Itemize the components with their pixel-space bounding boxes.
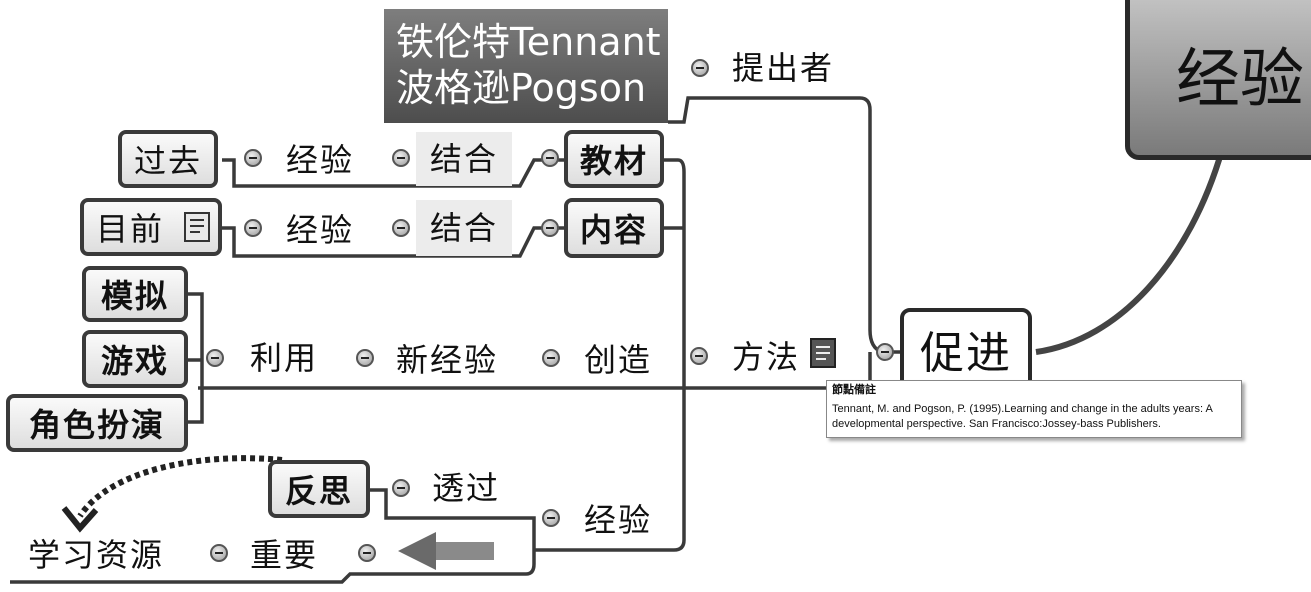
label-new-experience: 新经验 xyxy=(396,341,499,379)
label-through: 透过 xyxy=(432,469,501,507)
relation-experience: 经验 xyxy=(584,501,653,539)
curved-dotted-arrow xyxy=(77,455,283,518)
central-topic[interactable]: 经验 xyxy=(1125,0,1311,160)
proposer-node[interactable]: 铁伦特Tennant 波格逊Pogson xyxy=(384,9,668,123)
collapse-toggle[interactable] xyxy=(210,544,228,562)
proposer-connector xyxy=(668,96,872,124)
collapse-toggle[interactable] xyxy=(392,479,410,497)
label-learning-resource: 学习资源 xyxy=(28,536,165,574)
collapse-toggle[interactable] xyxy=(206,349,224,367)
note-icon[interactable] xyxy=(810,338,836,368)
node-game[interactable]: 游戏 xyxy=(82,330,188,388)
learning-resource-line xyxy=(10,550,536,584)
label-combine-2: 结合 xyxy=(416,200,513,256)
node-promote[interactable]: 促进 xyxy=(900,308,1032,390)
node-content[interactable]: 内容 xyxy=(564,198,664,258)
reflect-line xyxy=(370,488,536,550)
node-reflect[interactable]: 反思 xyxy=(268,460,370,518)
collapse-toggle[interactable] xyxy=(244,219,262,237)
label-experience-1: 经验 xyxy=(286,141,355,179)
node-textbook[interactable]: 教材 xyxy=(564,130,664,188)
past-row-line xyxy=(222,158,566,188)
note-icon[interactable] xyxy=(184,212,210,242)
proposer-line-2: 波格逊Pogson xyxy=(396,66,647,110)
collapse-toggle[interactable] xyxy=(541,149,559,167)
textbook-to-hub xyxy=(534,158,686,552)
present-row-line xyxy=(222,226,566,258)
collapse-toggle[interactable] xyxy=(392,149,410,167)
relation-method: 方法 xyxy=(732,338,801,376)
collapse-toggle[interactable] xyxy=(358,544,376,562)
collapse-toggle[interactable] xyxy=(392,219,410,237)
promote-vertical-connector xyxy=(868,110,900,354)
collapse-toggle[interactable] xyxy=(876,343,894,361)
proposer-line-1: 铁伦特Tennant xyxy=(396,20,661,64)
node-roleplay[interactable]: 角色扮演 xyxy=(6,394,188,452)
node-simulate[interactable]: 模拟 xyxy=(82,266,188,322)
node-present[interactable]: 目前 xyxy=(80,198,222,256)
node-past[interactable]: 过去 xyxy=(118,130,218,188)
label-combine-1: 结合 xyxy=(416,132,513,186)
relation-important: 重要 xyxy=(250,536,319,574)
collapse-toggle[interactable] xyxy=(542,509,560,527)
collapse-toggle[interactable] xyxy=(691,59,709,77)
simulation-bracket xyxy=(188,292,204,424)
collapse-toggle[interactable] xyxy=(690,347,708,365)
collapse-toggle[interactable] xyxy=(356,349,374,367)
note-title: 節點備註 xyxy=(832,384,876,396)
label-experience-2: 经验 xyxy=(286,211,355,249)
label-use: 利用 xyxy=(250,339,319,377)
node-note-tooltip: 節點備註 Tennant, M. and Pogson, P. (1995).L… xyxy=(826,380,1242,438)
left-block-arrow xyxy=(398,532,494,570)
note-text: Tennant, M. and Pogson, P. (1995).Learni… xyxy=(832,403,1213,430)
central-to-promote-connector xyxy=(1035,149,1225,355)
collapse-toggle[interactable] xyxy=(542,349,560,367)
relation-proposer: 提出者 xyxy=(732,49,835,87)
label-create: 创造 xyxy=(584,341,653,379)
collapse-toggle[interactable] xyxy=(244,149,262,167)
curved-dotted-arrowhead xyxy=(61,506,99,533)
collapse-toggle[interactable] xyxy=(541,219,559,237)
